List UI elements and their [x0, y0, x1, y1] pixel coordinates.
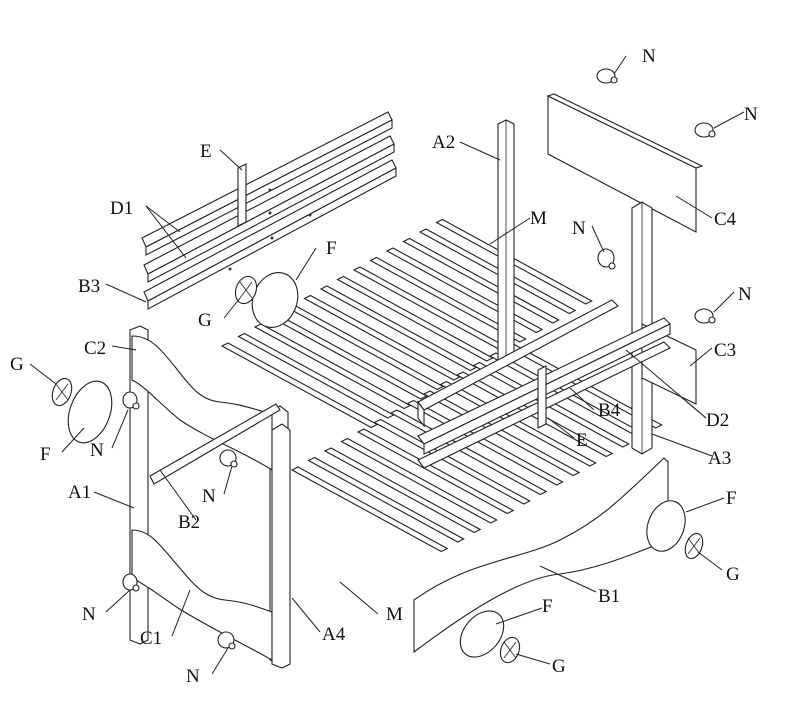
slat [323, 447, 482, 534]
label-a4: A4 [322, 624, 346, 645]
wheel-f-bottom [459, 610, 505, 658]
label-d2: D2 [706, 410, 729, 431]
label-n-3: N [572, 218, 586, 239]
label-g-left: G [10, 354, 24, 375]
post-a4 [271, 423, 291, 669]
cleat-e-top [237, 163, 247, 227]
hub-g-top [234, 275, 258, 305]
label-g-bottom: G [552, 656, 566, 677]
label-m-top: M [530, 208, 547, 229]
label-a2: A2 [432, 132, 455, 153]
panel-c4 [546, 93, 704, 233]
label-c2: C2 [84, 338, 106, 359]
label-f-right: F [726, 488, 737, 509]
slat [373, 418, 531, 505]
slat [356, 428, 515, 515]
label-g-right: G [726, 564, 740, 585]
label-f-top: F [326, 238, 337, 259]
label-e-top: E [200, 141, 212, 162]
post-a2 [497, 119, 515, 365]
label-b3: B3 [78, 276, 100, 297]
slat [290, 466, 449, 553]
label-e-mid: E [576, 430, 588, 451]
label-n-6: N [202, 486, 216, 507]
label-c1: C1 [140, 628, 162, 649]
slat [439, 380, 597, 467]
label-a1: A1 [68, 482, 91, 503]
label-b1: B1 [598, 586, 620, 607]
label-a3: A3 [708, 448, 731, 469]
knob-n-group [122, 68, 716, 650]
label-c4: C4 [714, 209, 737, 230]
wheel-f-left [67, 380, 113, 444]
label-m-bottom: M [386, 604, 403, 625]
label-n-8: N [186, 666, 200, 687]
slat [406, 399, 564, 486]
slat [422, 390, 581, 477]
hub-g-right [684, 532, 704, 560]
part-labels: N N A2 E D1 M C4 N F B3 N G C2 C3 G B4 D… [10, 46, 758, 687]
lower-slat-group [290, 342, 663, 553]
rail-d1-group [141, 111, 397, 310]
slat [340, 437, 498, 524]
label-n-4: N [738, 284, 752, 305]
wheel-f-right [646, 500, 686, 552]
cleat-e-mid [537, 365, 547, 429]
side-rail-b1 [413, 457, 669, 654]
slat [307, 456, 465, 543]
label-n-1: N [642, 46, 656, 67]
label-c3: C3 [714, 340, 736, 361]
slat [369, 256, 527, 343]
wheel-f-top [251, 272, 299, 328]
label-b4: B4 [598, 400, 621, 421]
label-d1: D1 [110, 198, 133, 219]
label-b2: B2 [178, 512, 200, 533]
label-f-bottom: F [542, 596, 553, 617]
label-n-7: N [82, 604, 96, 625]
label-n-2: N [744, 104, 758, 125]
label-g-top: G [198, 310, 212, 331]
hub-g-left [51, 377, 73, 407]
label-n-5: N [90, 440, 104, 461]
label-f-left: F [40, 444, 51, 465]
hub-g-bottom [499, 636, 521, 664]
leader-lines [29, 55, 745, 675]
